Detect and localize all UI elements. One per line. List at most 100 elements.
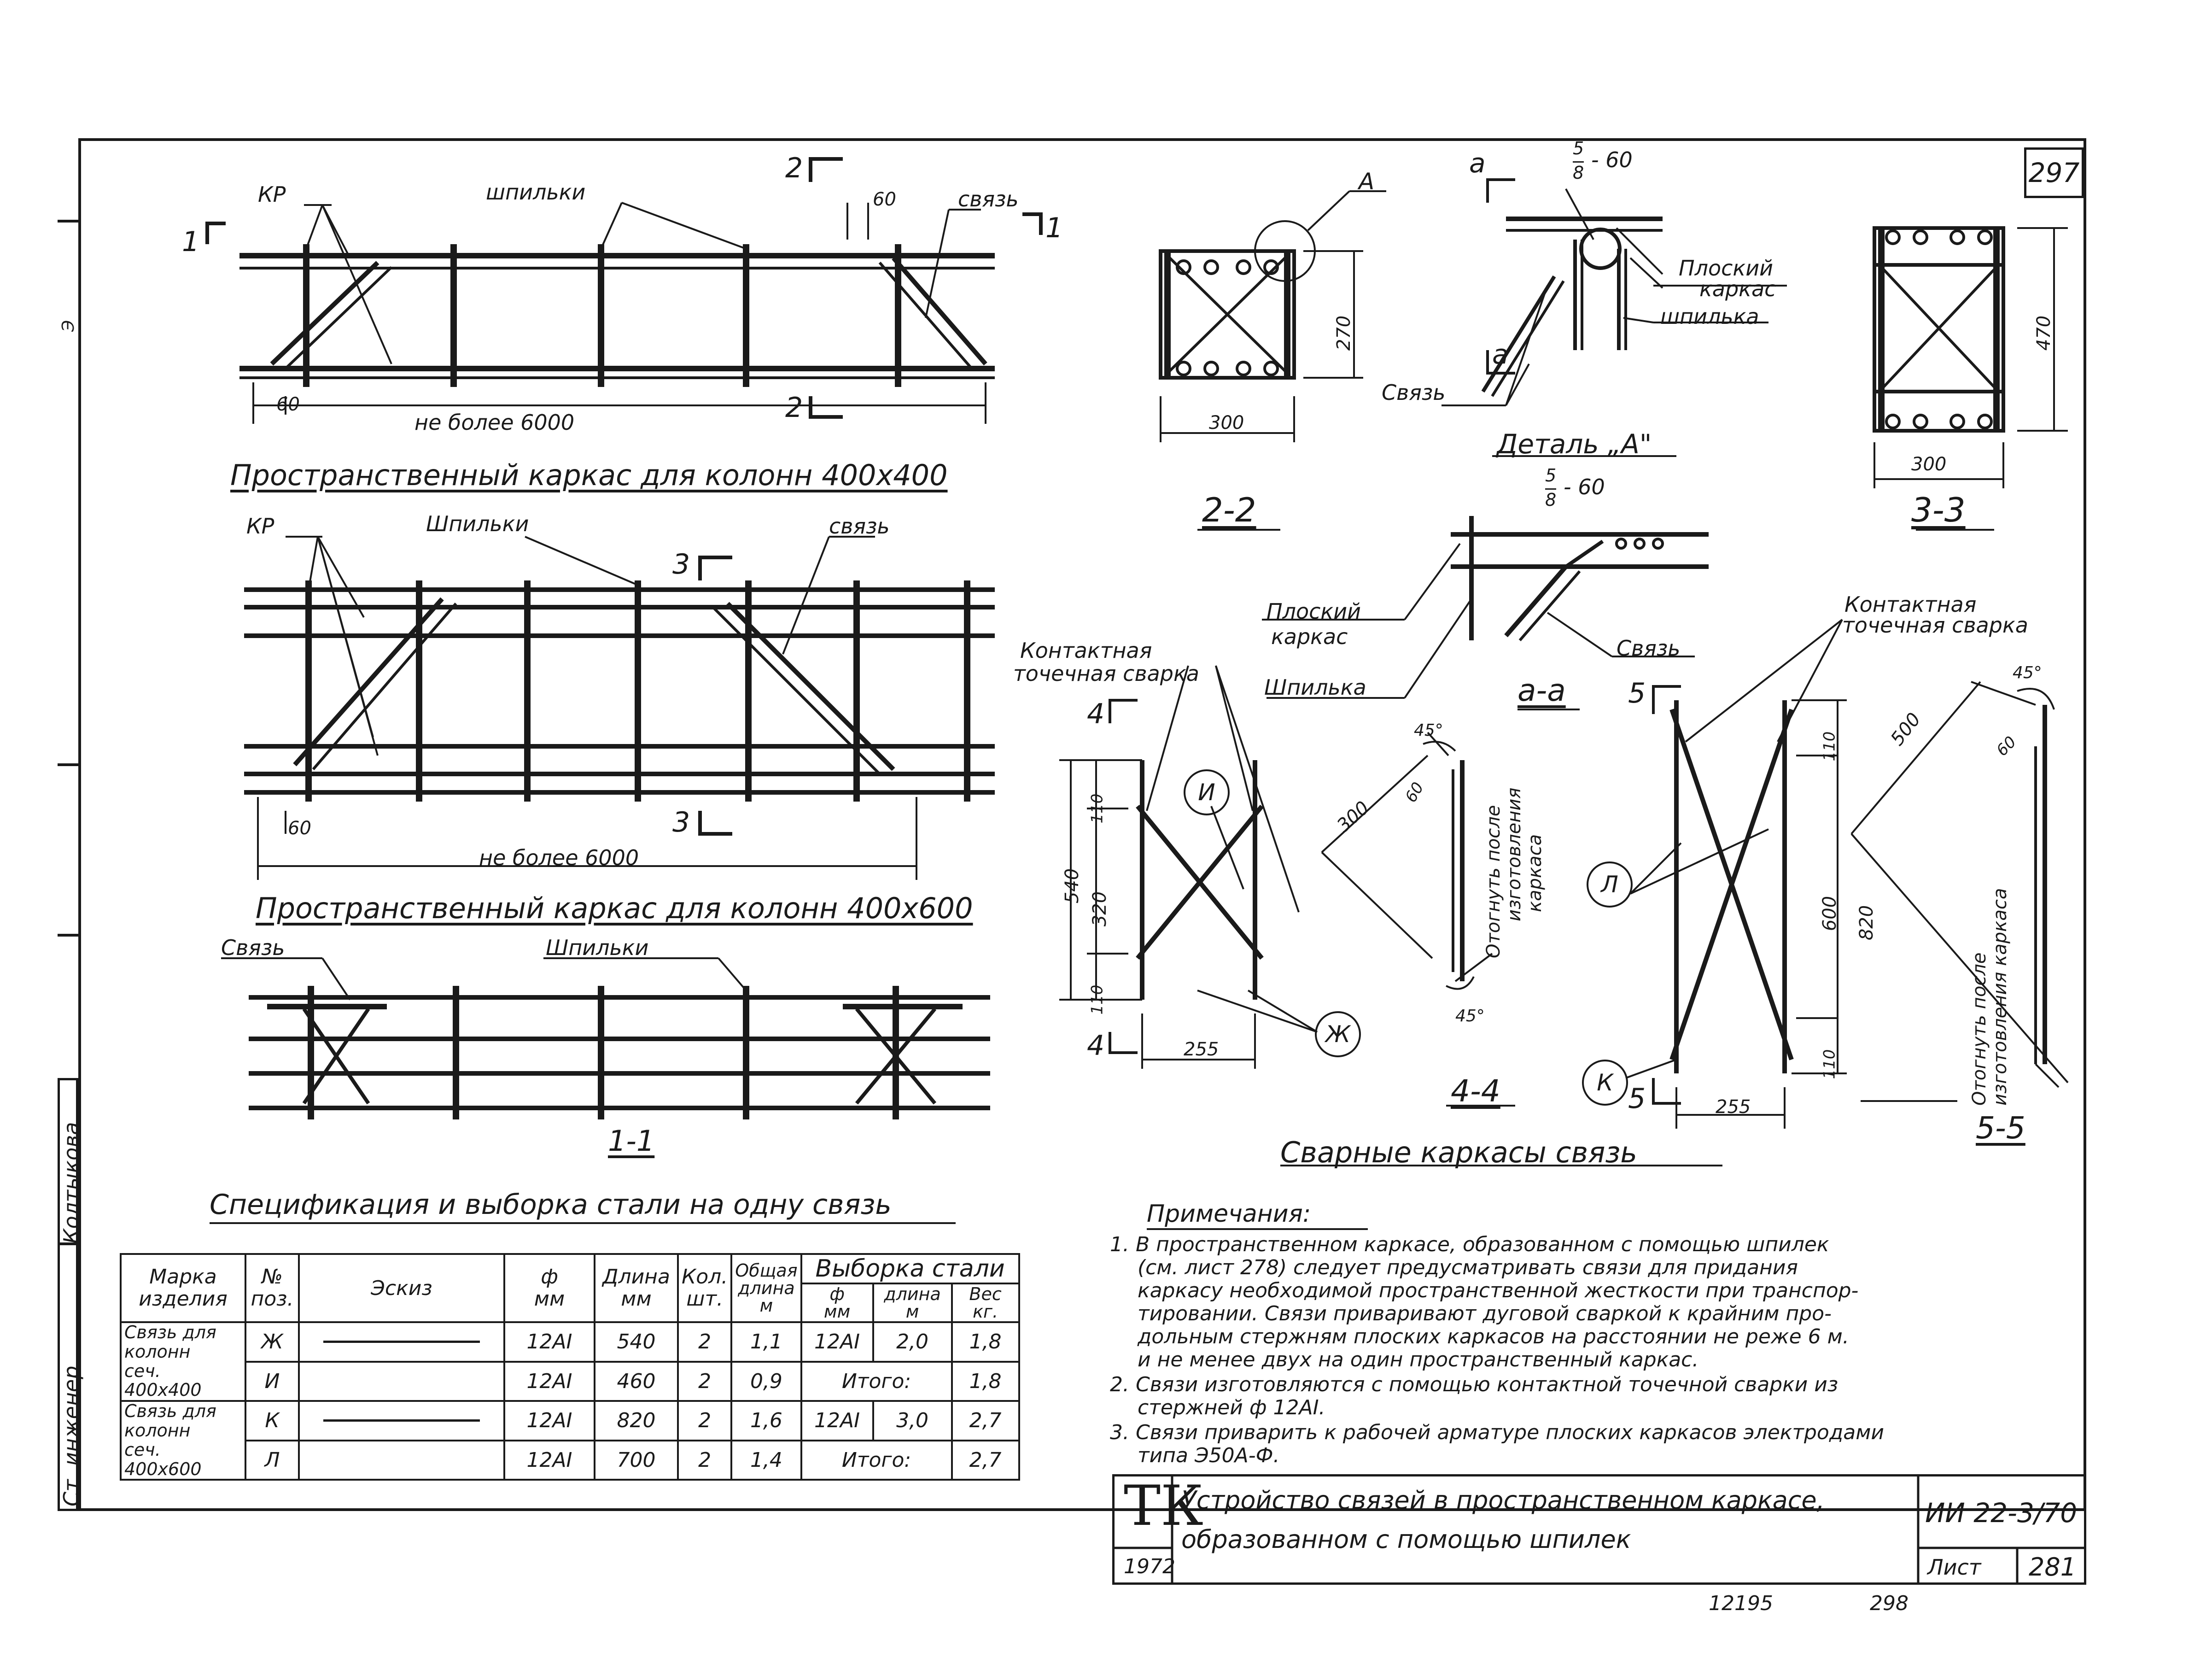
s22-dim-h: 270 [1333, 315, 1355, 351]
aa-frac-num: 5 [1545, 465, 1557, 486]
cell-sel-dia: 12АI [800, 1321, 874, 1363]
cell-len: 700 [594, 1439, 679, 1481]
f44-s4-top: 4 [1087, 698, 1105, 730]
frame3-title: 1-1 [608, 1124, 655, 1158]
cell-dia: 12АI [503, 1321, 595, 1363]
welded-title: Сварные каркасы связь [1280, 1136, 1637, 1169]
note-line: 2. Связи изготовляются с помощью контакт… [1110, 1373, 1838, 1396]
dim-length-1: не более 6000 [414, 410, 575, 435]
cell-sel-w: 1,8 [951, 1360, 1020, 1402]
f55-weld2: точечная сварка [1842, 613, 2028, 638]
cell-qty: 2 [677, 1360, 733, 1402]
stamp-logo: ТК [1124, 1474, 1203, 1538]
table-row: И 12АI 460 2 0,9 Итого: 1,8 [121, 1360, 1020, 1402]
f44-dim-ang2: 45° [1455, 1007, 1485, 1025]
section-2-2 [1159, 190, 1386, 531]
f44-dim-total: 540 [1062, 868, 1083, 904]
cell-sketch [298, 1400, 505, 1441]
cell-sel-dia: 12АI [800, 1400, 874, 1441]
frame-400x400 [205, 157, 1043, 424]
table-row: Л 12АI 700 2 1,4 Итого: 2,7 [121, 1439, 1020, 1481]
detailA-frac-den: 8 [1573, 161, 1584, 183]
f44-title: 4-4 [1451, 1073, 1500, 1109]
mark-zh: Ж [1315, 1011, 1361, 1057]
cell-total: 0,9 [730, 1360, 802, 1402]
cell-sketch [298, 1321, 505, 1363]
note-line: тировании. Связи приваривают дуговой сва… [1138, 1302, 1832, 1325]
s33-dim-h: 470 [2033, 315, 2055, 351]
section-3-bottom: 3 [672, 806, 690, 838]
frame-5-5 [1280, 619, 2069, 1166]
section-1-left: 1 [182, 226, 200, 258]
note-line: (см. лист 278) следует предусматривать с… [1138, 1256, 1798, 1279]
s22-dim-w: 300 [1209, 412, 1244, 434]
note-line: типа Э50А-Ф. [1138, 1444, 1280, 1467]
stamp-title-1: Устройство связей в пространственном кар… [1181, 1486, 1825, 1515]
cell-sel-len: 3,0 [872, 1400, 953, 1441]
frame-4-4 [1059, 665, 1515, 1107]
detailA-frac-rest: - 60 [1591, 147, 1633, 172]
label-pins-3: Шпильки [546, 935, 649, 960]
aa-frac-den: 8 [1545, 488, 1557, 510]
frame-400x600 [244, 536, 995, 880]
section-3-top: 3 [672, 548, 690, 580]
cell-len: 820 [594, 1400, 679, 1441]
section-a-a [1262, 516, 1709, 710]
detailA-frac-num: 5 [1573, 138, 1584, 158]
detailA-flat: Плоский [1679, 256, 1774, 281]
cell-pos: Ж [245, 1321, 300, 1363]
label-kr-2: КР [246, 514, 274, 539]
stamp-title-2: образованном с помощью шпилек [1181, 1525, 1631, 1554]
s33-title: 3-3 [1911, 491, 1966, 529]
cell-qty: 2 [677, 1321, 733, 1363]
note-line: каркасу необходимой пространственной жес… [1138, 1279, 1859, 1302]
aa-title: а-а [1517, 673, 1566, 708]
section-3-3 [1873, 226, 2068, 531]
detailA-sec-a-top: а [1469, 147, 1486, 179]
note-line: 1. В пространственном каркасе, образован… [1110, 1233, 1829, 1256]
section-2-top: 2 [785, 152, 803, 184]
label-tie-1: связь [958, 187, 1019, 211]
note-line: дольным стержням плоских каркасов на рас… [1138, 1325, 1849, 1348]
cell-dia: 12АI [503, 1439, 595, 1481]
aa-tie: Связь [1617, 636, 1681, 661]
f55-dim-bottom: 110 [1820, 1049, 1839, 1079]
cell-len: 540 [594, 1321, 679, 1363]
mark-l: Л [1587, 861, 1633, 908]
footer-left: 12195 [1709, 1592, 1773, 1615]
f55-title: 5-5 [1976, 1110, 2025, 1146]
mark-i: И [1184, 769, 1230, 815]
th-sketch: Эскиз [298, 1253, 505, 1323]
section-2-bottom: 2 [785, 392, 803, 424]
spec-title: Спецификация и выборка стали на одну свя… [210, 1189, 892, 1221]
label-kr-1: КР [258, 182, 286, 207]
f44-dim-bottom: 110 [1088, 984, 1107, 1015]
f44-weld1: Контактная [1020, 638, 1152, 663]
f55-s5-top: 5 [1628, 677, 1646, 709]
s22-detail-ref: А [1359, 168, 1375, 195]
f55-weld1: Контактная [1844, 592, 1977, 617]
f44-bend-note-1: Отогнуть после [1483, 805, 1504, 958]
sheet-number-top: 297 [2024, 147, 2084, 198]
title-block [1112, 1474, 2086, 1585]
stamp-code: ИИ 22-3/70 [1925, 1497, 2078, 1529]
f44-s4-bottom: 4 [1087, 1030, 1105, 1062]
cell-sel-total-label: Итого: [800, 1360, 953, 1402]
mark-k: К [1582, 1060, 1628, 1106]
cell-pos: И [245, 1360, 300, 1402]
th-selection: Выборка стали [800, 1253, 1020, 1284]
f44-dim-mid: 320 [1089, 891, 1111, 927]
f55-bend-note-2: изготовления каркаса [1990, 888, 2011, 1106]
frame2-title: Пространственный каркас для колонн 400х6… [256, 891, 973, 925]
cell-sel-len: 2,0 [872, 1321, 953, 1363]
notes-block: 1. В пространственном каркасе, образован… [1110, 1235, 2077, 1466]
cell-qty: 2 [677, 1400, 733, 1441]
